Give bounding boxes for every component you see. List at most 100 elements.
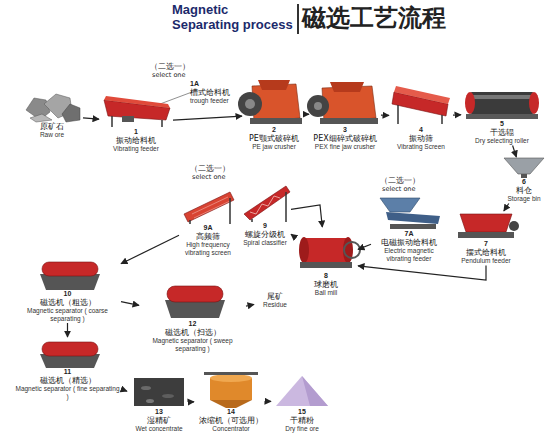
equipment-name: 磁选机（扫选）: [140, 328, 245, 337]
equipment-name-english: Dry fine ore: [272, 425, 332, 433]
mill-end: [299, 237, 309, 263]
equipment-node: 7A电磁振动给料机Electric magnetic vibrating fee…: [372, 196, 446, 262]
separator-tank: [40, 274, 100, 290]
mill-cylinder: [304, 238, 348, 262]
concentrate-heap: [134, 378, 184, 406]
feeder-top: [104, 96, 170, 108]
callout-number: 10: [15, 290, 120, 298]
screen-frame: [184, 192, 234, 222]
equipment-name: PEX细碎式破碎机: [310, 134, 380, 143]
equipment-node: 原矿石Raw ore: [22, 92, 82, 139]
magnetic-separator-illustration: [165, 286, 225, 318]
electromagnetic-feeder-illustration: [380, 198, 440, 229]
roller-end: [465, 92, 475, 114]
equipment-name-english: Pendulum feeder: [450, 257, 522, 265]
ore-rock: [30, 114, 52, 122]
powder-pile: [276, 376, 328, 406]
flow-arrow: [358, 266, 486, 281]
equipment-name: 摆式给料机: [450, 248, 522, 257]
equipment-node: 1振动给料机Vibrating feeder: [100, 92, 172, 153]
feeder-motor: [509, 221, 519, 231]
vibrating-screen-illustration: [392, 86, 450, 124]
equipment-node: 14浓缩机（可选用）Concentrator: [195, 368, 267, 433]
option-note: select one: [382, 185, 415, 193]
callout-number: 12: [140, 320, 245, 328]
crusher-base: [250, 118, 302, 124]
equipment-name: PE颚式破碎机: [243, 134, 305, 143]
magnetic-separator-illustration: [40, 342, 100, 368]
feeder-motor: [122, 116, 134, 122]
flow-arrow: [453, 114, 461, 115]
equipment-name-english: Residue: [255, 301, 295, 309]
flow-arrow: [513, 146, 517, 158]
mill-base: [300, 262, 352, 268]
flow-arrow: [121, 235, 179, 263]
screen-leg: [441, 115, 443, 124]
equipment-name-english: Dry selecting roller: [462, 137, 542, 145]
diagram-title: Magnetic Separating process: [172, 2, 296, 32]
equipment-node: 12磁选机（扫选）Magnetic separator ( sweep sepa…: [140, 282, 245, 352]
crusher-hopper: [330, 82, 364, 92]
screen-mesh: [194, 201, 230, 218]
flow-arrow: [173, 116, 242, 120]
separator-drum: [42, 342, 98, 356]
concentrator-cone: [210, 400, 252, 408]
equipment-name: 磁选机（精选）: [15, 376, 120, 385]
equipment-name-english: Spiral classifier: [240, 239, 290, 247]
option-note: （二选一）: [150, 62, 190, 71]
equipment-name: 料仓: [500, 186, 548, 195]
equipment-name-english: Magnetic separator ( sweep separating ): [140, 337, 245, 352]
equipment-name: 电磁振动给料机: [372, 238, 446, 247]
callout-number: 1A: [190, 80, 242, 88]
feeder-leg: [161, 120, 163, 127]
flow-arrow: [121, 389, 127, 391]
flow-arrow: [358, 244, 371, 249]
storage-bin-illustration: [504, 158, 544, 178]
equipment-name-english: trough feeder: [190, 97, 242, 105]
callout-number: 6: [500, 178, 548, 186]
concentrate-texture: [146, 399, 154, 403]
callout-number: 9A: [180, 224, 236, 232]
callout-number: 8: [295, 272, 357, 280]
leader-line: [160, 92, 192, 104]
flow-arrow: [121, 302, 139, 306]
bin-funnel: [504, 158, 544, 174]
roller-drum: [470, 92, 534, 114]
flow-arrow: [246, 305, 254, 307]
equipment-name-english: Electric magnetic vibrating feeder: [372, 247, 446, 262]
equipment-node: 4振动筛Vibrating Screen: [390, 82, 452, 151]
title-divider: [297, 4, 299, 34]
roller-highlight: [470, 95, 534, 99]
equipment-node: 9螺旋分级机Spiral classifier: [240, 180, 290, 247]
flywheel-hub: [314, 102, 322, 110]
equipment-node: 8球磨机Ball mill: [295, 228, 357, 297]
flow-arrow: [83, 118, 99, 119]
feeder-leg: [111, 116, 113, 127]
flow-arrow: [291, 234, 294, 236]
equipment-name-english: Ball mill: [295, 289, 357, 297]
chinese-title: 磁选工艺流程: [302, 4, 446, 32]
crusher-base: [320, 118, 378, 124]
callout-number: 15: [272, 408, 332, 416]
equipment-name-english: Magnetic separator ( coarse separating ): [15, 307, 120, 322]
ore-rock: [62, 104, 80, 122]
screen-leg: [229, 198, 231, 224]
concentrator-top: [210, 374, 252, 382]
feeder-base: [458, 232, 514, 238]
equipment-name-english: Wet concentrate: [128, 425, 190, 433]
flow-arrow: [268, 401, 271, 402]
flow-arrow: [381, 115, 389, 116]
equipment-name-english: Raw ore: [22, 131, 82, 139]
equipment-node: 9A高频筛High frequency vibrating screen: [180, 186, 236, 256]
option-note: select one: [152, 71, 185, 79]
option-note: （二选一）: [380, 176, 420, 185]
roller-end: [529, 92, 539, 114]
equipment-node: 10磁选机（粗选）Magnetic separator ( coarse sep…: [15, 258, 120, 322]
pex-crusher-illustration: [307, 82, 378, 124]
equipment-node: 6料仓Storage bin: [500, 158, 548, 203]
high-frequency-screen-illustration: [184, 192, 234, 224]
equipment-name: 球磨机: [295, 280, 357, 289]
classifier-leg: [285, 192, 287, 222]
roller-base: [466, 114, 538, 119]
callout-number: 13: [128, 408, 190, 416]
